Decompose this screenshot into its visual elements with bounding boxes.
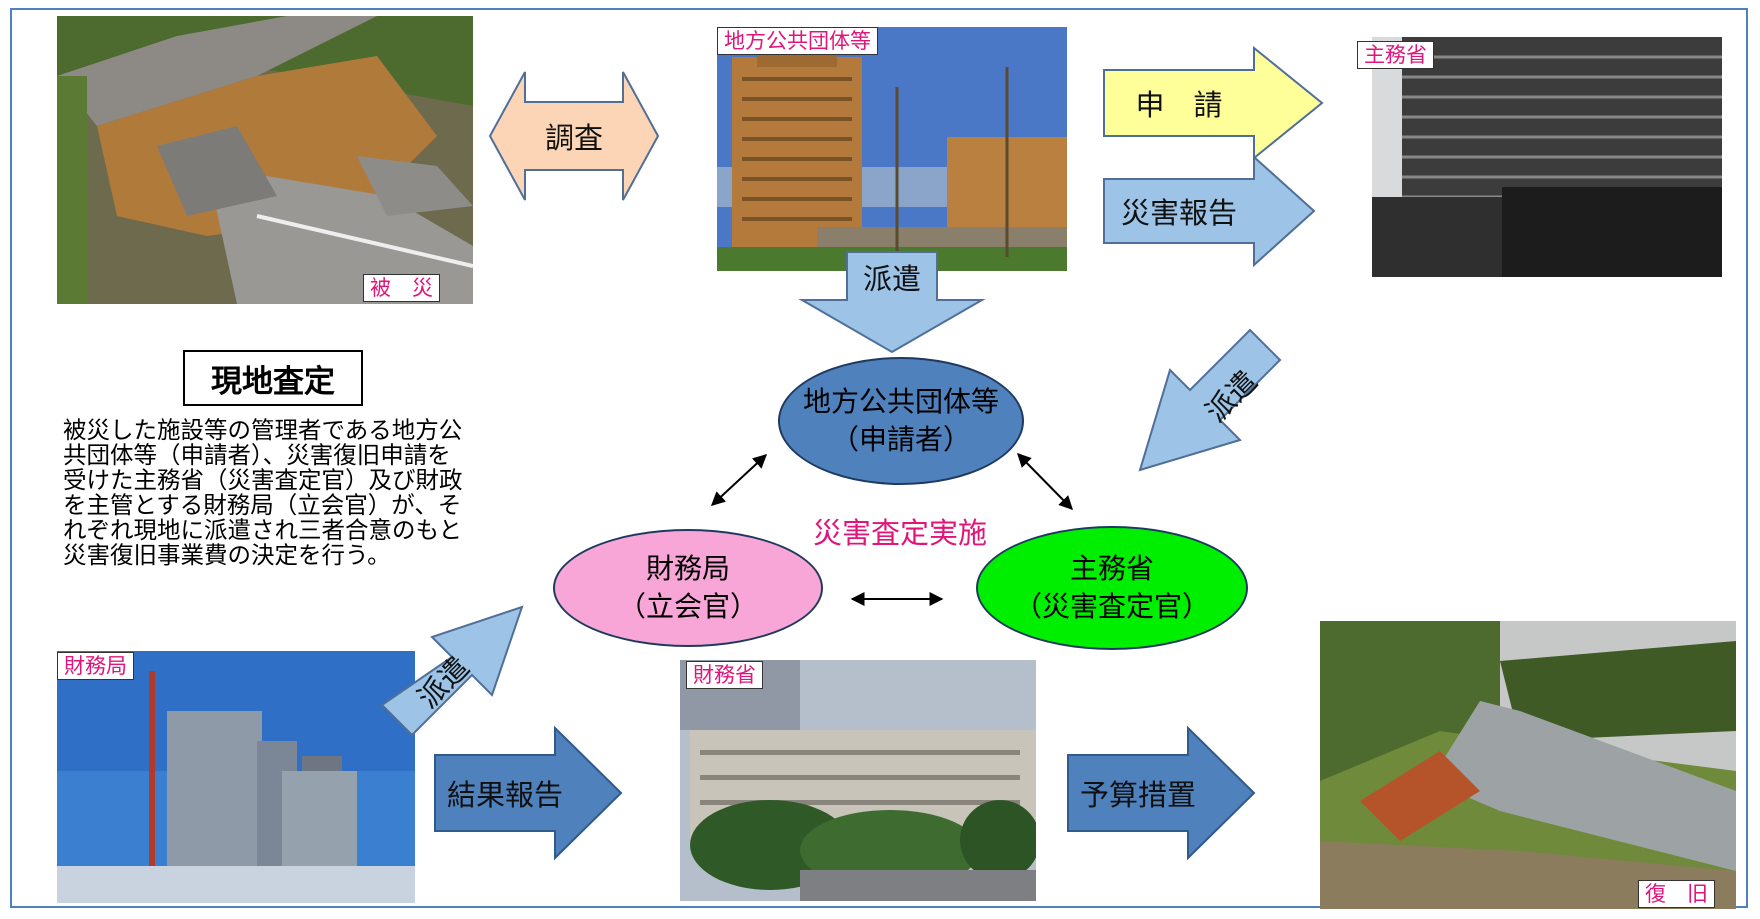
description-line: れぞれ現地に派遣され三者合意のもと: [63, 516, 463, 544]
result-report-arrow: 結果報告: [434, 725, 623, 861]
budget-arrow: 予算措置: [1067, 725, 1256, 861]
disaster-photo: [57, 16, 473, 304]
finance-ministry-tag: 財務省: [686, 661, 763, 689]
diagram-frame: [10, 8, 1748, 908]
ministry-tag: 主務省: [1357, 41, 1434, 69]
application-arrow: 申 請: [1103, 45, 1324, 161]
survey-double-arrow: 調査: [488, 71, 660, 201]
dispatch-diagonal-arrow-finance: 派遣: [380, 605, 524, 737]
local-gov-photo: [717, 27, 1067, 271]
local-gov-node-name: 地方公共団体等: [802, 385, 999, 418]
dispatch-diagonal-arrow-ministry: 派遣: [1138, 328, 1282, 472]
description-line: 受けた主務省（災害査定官）及び財政: [63, 466, 463, 494]
finance-bureau-photo: [57, 651, 415, 903]
result-report-label: 結果報告: [446, 778, 563, 812]
ministry-node-role: （災害査定官）: [1013, 590, 1210, 623]
finance-bureau-node: 財務局 （立会官）: [553, 529, 823, 647]
description-line: 災害復旧事業費の決定を行う。: [63, 541, 391, 569]
finance-bureau-node-name: 財務局: [645, 552, 730, 585]
survey-label: 調査: [544, 121, 603, 155]
disaster-report-label: 災害報告: [1120, 196, 1237, 230]
disaster-report-arrow: 災害報告: [1103, 154, 1316, 268]
finance-bureau-node-role: （立会官）: [617, 590, 758, 623]
application-label: 申 請: [1135, 88, 1223, 122]
description-line: 被災した施設等の管理者である地方公: [63, 416, 463, 444]
local-gov-node: 地方公共団体等 （申請者）: [778, 357, 1024, 485]
ministry-photo: [1372, 37, 1722, 277]
ministry-node: 主務省 （災害査定官）: [976, 526, 1248, 650]
local-gov-tag: 地方公共団体等: [717, 27, 878, 55]
dispatch-down-arrow: 派遣: [798, 251, 986, 354]
description-line: を主管とする財務局（立会官）が、そ: [63, 491, 462, 519]
center-label: 災害査定実施: [812, 516, 987, 550]
finance-ministry-photo: [680, 660, 1036, 901]
disaster-tag: 被 災: [363, 274, 440, 302]
dispatch-down-label: 派遣: [862, 262, 921, 296]
description: 被災した施設等の管理者である地方公 共団体等（申請者）、災害復旧申請を 受けた主…: [63, 418, 523, 568]
restored-photo: [1320, 621, 1736, 909]
budget-label: 予算措置: [1079, 778, 1196, 812]
restored-tag: 復 旧: [1638, 880, 1715, 908]
local-gov-node-role: （申請者）: [830, 423, 971, 456]
page-title: 現地査定: [183, 350, 363, 406]
finance-bureau-tag: 財務局: [57, 652, 134, 680]
ministry-node-name: 主務省: [1069, 552, 1154, 585]
description-line: 共団体等（申請者）、災害復旧申請を: [63, 441, 451, 469]
